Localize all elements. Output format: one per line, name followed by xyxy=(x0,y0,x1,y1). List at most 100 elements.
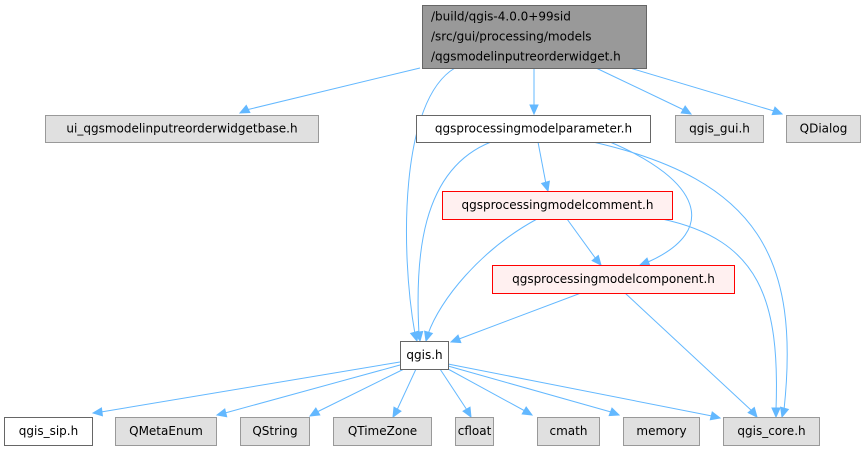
edge-component-to-qgis xyxy=(449,292,582,344)
node-box xyxy=(4,417,93,446)
edge-line xyxy=(458,292,582,340)
edge-root-to-param xyxy=(529,68,539,116)
edge-param-to-qgiscore xyxy=(592,141,790,419)
edge-line xyxy=(396,368,417,411)
node-box xyxy=(786,115,861,143)
node-label: cmath xyxy=(550,424,588,438)
node-label: qgis_core.h xyxy=(737,424,805,438)
edges-layer xyxy=(91,67,790,421)
arrowhead-icon xyxy=(521,406,534,416)
node-param[interactable]: qgsprocessingmodelparameter.h xyxy=(416,115,651,143)
node-box xyxy=(45,115,319,143)
node-memory: memory xyxy=(623,417,700,446)
edge-line xyxy=(439,368,468,411)
node-label: /build/qgis-4.0.0+99sid xyxy=(431,10,571,24)
edge-line xyxy=(592,141,788,411)
node-box xyxy=(416,115,651,143)
edge-line xyxy=(566,218,597,260)
arrowhead-icon xyxy=(771,407,781,419)
edge-root-to-uibase xyxy=(238,67,421,114)
edge-line xyxy=(245,67,421,111)
node-label: /src/gui/processing/models xyxy=(431,30,592,44)
arrowhead-icon xyxy=(462,406,472,419)
node-box xyxy=(400,341,449,370)
arrowhead-icon xyxy=(424,330,434,343)
arrowhead-icon xyxy=(591,254,602,266)
node-box xyxy=(115,417,217,446)
arrowhead-icon xyxy=(449,334,462,344)
edge-qgis-to-cfloat xyxy=(439,368,472,419)
node-box xyxy=(240,417,310,446)
node-label: qgsprocessingmodelcomponent.h xyxy=(512,272,715,286)
node-label: qgis.h xyxy=(406,348,442,362)
edge-comment-to-qgiscore xyxy=(661,218,781,419)
arrowhead-icon xyxy=(529,104,539,116)
node-box xyxy=(723,417,820,446)
node-qgisgui: qgis_gui.h xyxy=(675,115,764,143)
node-label: qgis_gui.h xyxy=(689,122,750,136)
node-qdialog: QDialog xyxy=(786,115,861,143)
edge-line xyxy=(537,141,547,185)
arrowhead-icon xyxy=(540,180,550,193)
edge-line xyxy=(595,67,685,111)
node-box xyxy=(333,417,432,446)
arrowhead-icon xyxy=(91,407,104,417)
edge-line xyxy=(427,218,538,335)
node-label: QString xyxy=(252,424,297,438)
arrowhead-icon xyxy=(392,406,402,419)
edge-line xyxy=(609,141,693,263)
edge-root-to-qdialog xyxy=(629,67,784,116)
node-qgissip[interactable]: qgis_sip.h xyxy=(4,417,93,446)
edge-qgis-to-qtimezone xyxy=(392,368,417,419)
edge-param-to-comment xyxy=(537,141,550,193)
node-box xyxy=(675,115,764,143)
node-cmath: cmath xyxy=(537,417,600,446)
node-label: ui_qgsmodelinputreorderwidgetbase.h xyxy=(66,122,297,136)
node-label: cfloat xyxy=(458,424,492,438)
arrowhead-icon xyxy=(638,257,651,267)
node-box xyxy=(537,417,600,446)
edge-root-to-qgisgui xyxy=(595,67,693,115)
edge-line xyxy=(624,292,753,412)
edge-line xyxy=(629,67,775,112)
node-box xyxy=(422,5,647,69)
node-label: QMetaEnum xyxy=(129,424,203,438)
edge-comment-to-qgis xyxy=(424,218,538,343)
node-qstring: QString xyxy=(240,417,310,446)
arrowhead-icon xyxy=(709,411,722,421)
edge-line xyxy=(447,363,713,417)
edge-param-to-component xyxy=(609,141,693,267)
node-label: QTimeZone xyxy=(348,424,417,438)
edge-line xyxy=(417,141,492,335)
edge-line xyxy=(405,67,456,335)
node-label: QDialog xyxy=(800,122,848,136)
node-qgiscore: qgis_core.h xyxy=(723,417,820,446)
node-root: /build/qgis-4.0.0+99sid/src/gui/processi… xyxy=(422,5,647,69)
node-label: qgsprocessingmodelcomment.h xyxy=(462,198,654,212)
node-box xyxy=(455,417,494,446)
node-cfloat: cfloat xyxy=(455,417,494,446)
edge-qgis-to-qmetaenum xyxy=(215,364,401,418)
node-label: memory xyxy=(636,424,686,438)
node-label: qgis_sip.h xyxy=(19,424,78,438)
arrowhead-icon xyxy=(413,330,424,343)
arrowhead-icon xyxy=(780,406,790,419)
arrowhead-icon xyxy=(608,407,621,417)
node-qtimezone: QTimeZone xyxy=(333,417,432,446)
node-uibase: ui_qgsmodelinputreorderwidgetbase.h xyxy=(45,115,319,143)
arrowhead-icon xyxy=(215,408,228,418)
node-qmetaenum: QMetaEnum xyxy=(115,417,217,446)
edge-line xyxy=(447,365,612,413)
node-component[interactable]: qgsprocessingmodelcomponent.h xyxy=(492,265,735,294)
edge-line xyxy=(224,364,401,414)
node-box xyxy=(623,417,700,446)
node-box xyxy=(492,265,735,294)
edge-comment-to-component xyxy=(566,218,602,266)
arrowhead-icon xyxy=(308,407,321,417)
node-qgis[interactable]: qgis.h xyxy=(400,341,449,370)
node-comment[interactable]: qgsprocessingmodelcomment.h xyxy=(442,191,673,220)
edge-line xyxy=(316,368,405,413)
node-label: /qgsmodelinputreorderwidget.h xyxy=(431,50,621,64)
node-box xyxy=(442,191,673,220)
